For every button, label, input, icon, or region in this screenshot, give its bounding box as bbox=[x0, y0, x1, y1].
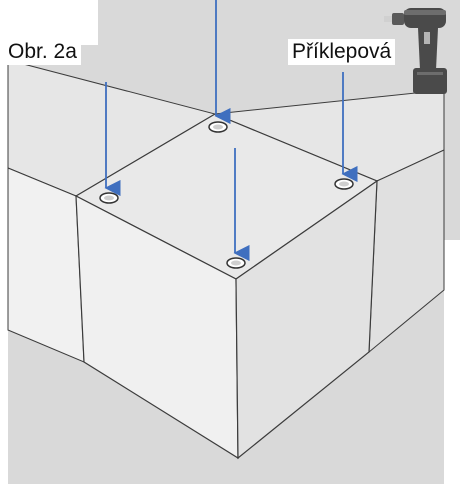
direction-arrows bbox=[104, 0, 358, 262]
drill-hole bbox=[334, 178, 354, 190]
corner-block bbox=[74, 113, 379, 460]
drill-hole bbox=[99, 192, 119, 204]
drill-mode-label: Příklepová bbox=[288, 39, 396, 65]
figure-label: Obr. 2a bbox=[4, 39, 81, 65]
drill-hole bbox=[208, 121, 228, 133]
cordless-drill-icon bbox=[384, 8, 447, 94]
left-block-row bbox=[7, 59, 217, 363]
drill-hole bbox=[226, 257, 246, 269]
